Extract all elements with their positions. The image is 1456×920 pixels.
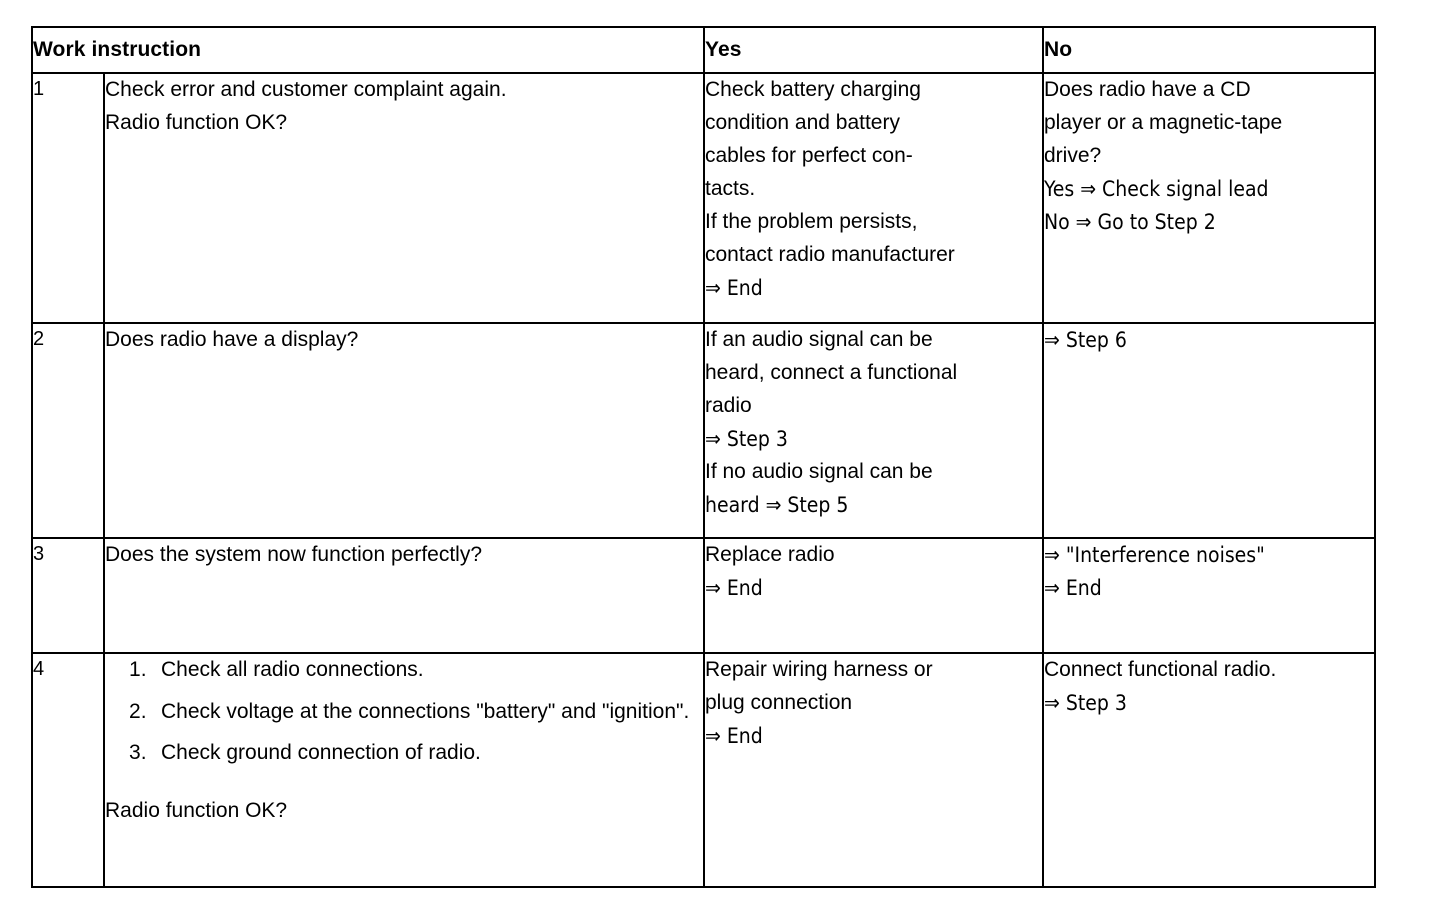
work-instruction-cell: Does radio have a display?: [103, 322, 705, 539]
work-instruction-cell: Check all radio connections. Check volta…: [103, 652, 705, 888]
yes-line: cables for perfect con-: [705, 143, 913, 167]
step-number-cell: 4: [31, 652, 105, 888]
column-header-work-instruction: Work instruction: [31, 26, 705, 74]
yes-cell: If an audio signal can be heard, connect…: [703, 322, 1044, 539]
table-row: 1 Check error and customer complaint aga…: [31, 72, 1376, 324]
no-line-goto: ⇒ Step 6: [1044, 328, 1127, 352]
list-item: Check ground connection of radio.: [129, 737, 481, 768]
work-instruction-cell: Check error and customer complaint again…: [103, 72, 705, 324]
step-number-cell: 1: [31, 72, 105, 324]
no-line: Does radio have a CD: [1044, 78, 1251, 101]
step-number-cell: 2: [31, 322, 105, 539]
no-line: Connect functional radio.: [1044, 658, 1277, 681]
step-number: 1: [33, 78, 45, 100]
no-cell: ⇒ "Interference noises" ⇒ End: [1042, 537, 1376, 654]
no-line-goto: ⇒ End: [1044, 575, 1102, 600]
no-line: drive?: [1044, 143, 1102, 167]
yes-line-goto: heard ⇒ Step 5: [705, 492, 849, 517]
instruction-line: Does the system now function perfectly?: [105, 543, 483, 566]
instruction-trailing-question: Radio function OK?: [105, 798, 288, 822]
instruction-line: Check error and customer complaint again…: [105, 78, 507, 101]
no-line-goto: Yes ⇒ Check signal lead: [1044, 176, 1269, 201]
yes-line: radio: [705, 393, 752, 417]
instruction-line: Does radio have a display?: [105, 328, 359, 351]
yes-line: If the problem persists,: [705, 209, 918, 233]
list-item: Check all radio connections.: [129, 654, 424, 685]
no-line-goto: No ⇒ Go to Step 2: [1044, 209, 1216, 234]
table-row: 2 Does radio have a display? If an audio…: [31, 322, 1376, 539]
yes-line-goto: ⇒ Step 3: [705, 426, 788, 451]
step-number-cell: 3: [31, 537, 105, 654]
yes-line: If an audio signal can be: [705, 328, 933, 351]
table-header-row: Work instruction Yes No: [31, 26, 1376, 74]
no-line: player or a magnetic-tape: [1044, 110, 1283, 134]
instruction-ordered-list: Check all radio connections. Check volta…: [105, 654, 703, 769]
yes-cell: Replace radio ⇒ End: [703, 537, 1044, 654]
list-item: Check voltage at the connections "batter…: [129, 696, 690, 727]
no-cell: ⇒ Step 6: [1042, 322, 1376, 539]
no-cell: Does radio have a CD player or a magneti…: [1042, 72, 1376, 324]
column-header-yes: Yes: [703, 26, 1044, 74]
yes-line: If no audio signal can be: [705, 459, 933, 483]
no-line-goto: ⇒ "Interference noises": [1044, 543, 1265, 567]
yes-line-goto: ⇒ End: [705, 275, 763, 300]
no-line-goto: ⇒ Step 3: [1044, 690, 1127, 715]
no-cell: Connect functional radio. ⇒ Step 3: [1042, 652, 1376, 888]
yes-line: contact radio manufacturer: [705, 242, 955, 266]
table-row: 4 Check all radio connections. Check vol…: [31, 652, 1376, 888]
column-header-no: No: [1042, 26, 1376, 74]
table-row: 3 Does the system now function perfectly…: [31, 537, 1376, 654]
yes-line: plug connection: [705, 690, 853, 714]
yes-cell: Repair wiring harness or plug connection…: [703, 652, 1044, 888]
yes-line-goto: ⇒ End: [705, 575, 763, 600]
step-number: 2: [33, 328, 45, 350]
yes-line: heard, connect a functional: [705, 360, 958, 384]
instruction-line: Radio function OK?: [105, 110, 288, 134]
yes-cell: Check battery charging condition and bat…: [703, 72, 1044, 324]
yes-line: condition and battery: [705, 110, 900, 134]
step-number: 3: [33, 543, 45, 565]
work-instruction-cell: Does the system now function perfectly?: [103, 537, 705, 654]
work-instruction-table: Work instruction Yes No 1 Check error an…: [31, 26, 1376, 888]
yes-line: Check battery charging: [705, 78, 921, 101]
yes-line: Repair wiring harness or: [705, 658, 933, 681]
yes-line: Replace radio: [705, 543, 835, 566]
step-number: 4: [33, 658, 45, 680]
yes-line-goto: ⇒ End: [705, 723, 763, 748]
yes-line: tacts.: [705, 176, 756, 200]
